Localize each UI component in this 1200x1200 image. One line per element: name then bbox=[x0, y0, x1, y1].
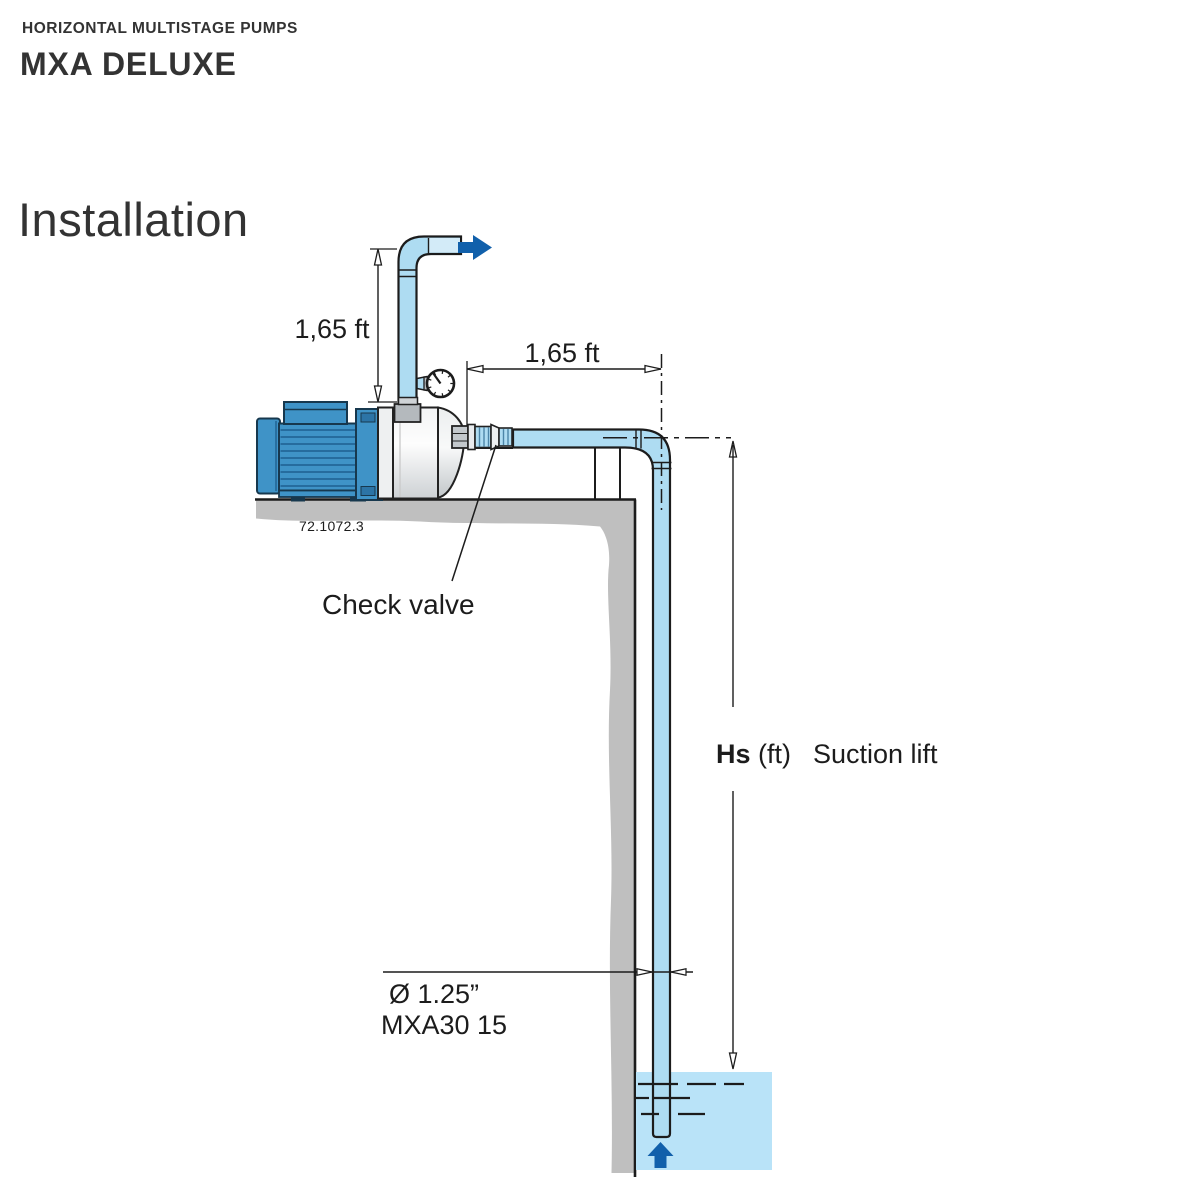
pump-model-label: MXA30 15 bbox=[381, 1010, 507, 1040]
flow-arrow-right-icon bbox=[458, 235, 492, 260]
water-surface-marks bbox=[636, 1082, 744, 1116]
platform-and-wall bbox=[255, 498, 637, 1177]
check-valve-label: Check valve bbox=[322, 589, 475, 620]
discharge-outlet-segment bbox=[429, 238, 460, 253]
pipe-diameter-value: Ø 1.25” bbox=[389, 979, 479, 1009]
dimension-arrow-left bbox=[466, 364, 484, 374]
pipe-support-legs bbox=[594, 448, 621, 499]
check-valve-fitting bbox=[451, 423, 513, 451]
suction-port-hex bbox=[451, 425, 469, 449]
dimension-arrow-up bbox=[373, 248, 383, 266]
dimension-arrow-left bbox=[670, 968, 687, 976]
discharge-port-fitting bbox=[393, 403, 422, 423]
valve-ribbed-section bbox=[498, 427, 513, 447]
discharge-pipe bbox=[397, 235, 463, 404]
suction-lift-label: Suction lift bbox=[813, 739, 938, 769]
suction-lift-symbol: Hs bbox=[716, 739, 751, 769]
dimension-arrow-down bbox=[373, 385, 383, 403]
discharge-pipe-body bbox=[397, 235, 463, 404]
horizontal-run-value: 1,65 ft bbox=[524, 338, 600, 368]
motor-fins bbox=[280, 429, 368, 487]
coupling-ring bbox=[467, 423, 476, 451]
suction-lift-unit: (ft) bbox=[758, 739, 791, 769]
pump-flange-ring bbox=[377, 406, 394, 500]
motor-foot bbox=[291, 497, 305, 502]
centerlines bbox=[603, 354, 731, 510]
gauge-needle bbox=[432, 372, 442, 385]
discharge-port-collar bbox=[397, 396, 419, 406]
discharge-height-dimension: 1,65 ft bbox=[294, 248, 397, 403]
suction-pipe-body bbox=[511, 428, 672, 1139]
pressure-gauge-icon bbox=[416, 368, 456, 399]
dimension-arrow-down bbox=[728, 1052, 738, 1070]
check-valve-callout: Check valve bbox=[322, 444, 497, 620]
pump-dome-cap bbox=[437, 406, 465, 499]
model-title: MXA DELUXE bbox=[20, 46, 237, 82]
motor-terminal-box bbox=[283, 401, 348, 425]
drawing-number: 72.1072.3 bbox=[299, 518, 364, 534]
flange-bolt bbox=[360, 412, 376, 423]
dimension-arrow-right bbox=[636, 968, 653, 976]
suction-lift-dimension: Hs (ft) Suction lift bbox=[716, 440, 938, 1070]
page-title: Installation bbox=[18, 193, 249, 246]
pipe-diameter-callout: Ø 1.25” MXA30 15 bbox=[381, 968, 693, 1040]
series-title: HORIZONTAL MULTISTAGE PUMPS bbox=[22, 20, 298, 37]
discharge-height-value: 1,65 ft bbox=[294, 314, 370, 344]
pump-unit bbox=[256, 396, 465, 502]
horizontal-run-dimension: 1,65 ft bbox=[466, 338, 662, 426]
dimension-arrow-right bbox=[644, 364, 662, 374]
flange-bolt bbox=[360, 486, 376, 496]
flow-arrow-up-icon bbox=[647, 1142, 674, 1168]
